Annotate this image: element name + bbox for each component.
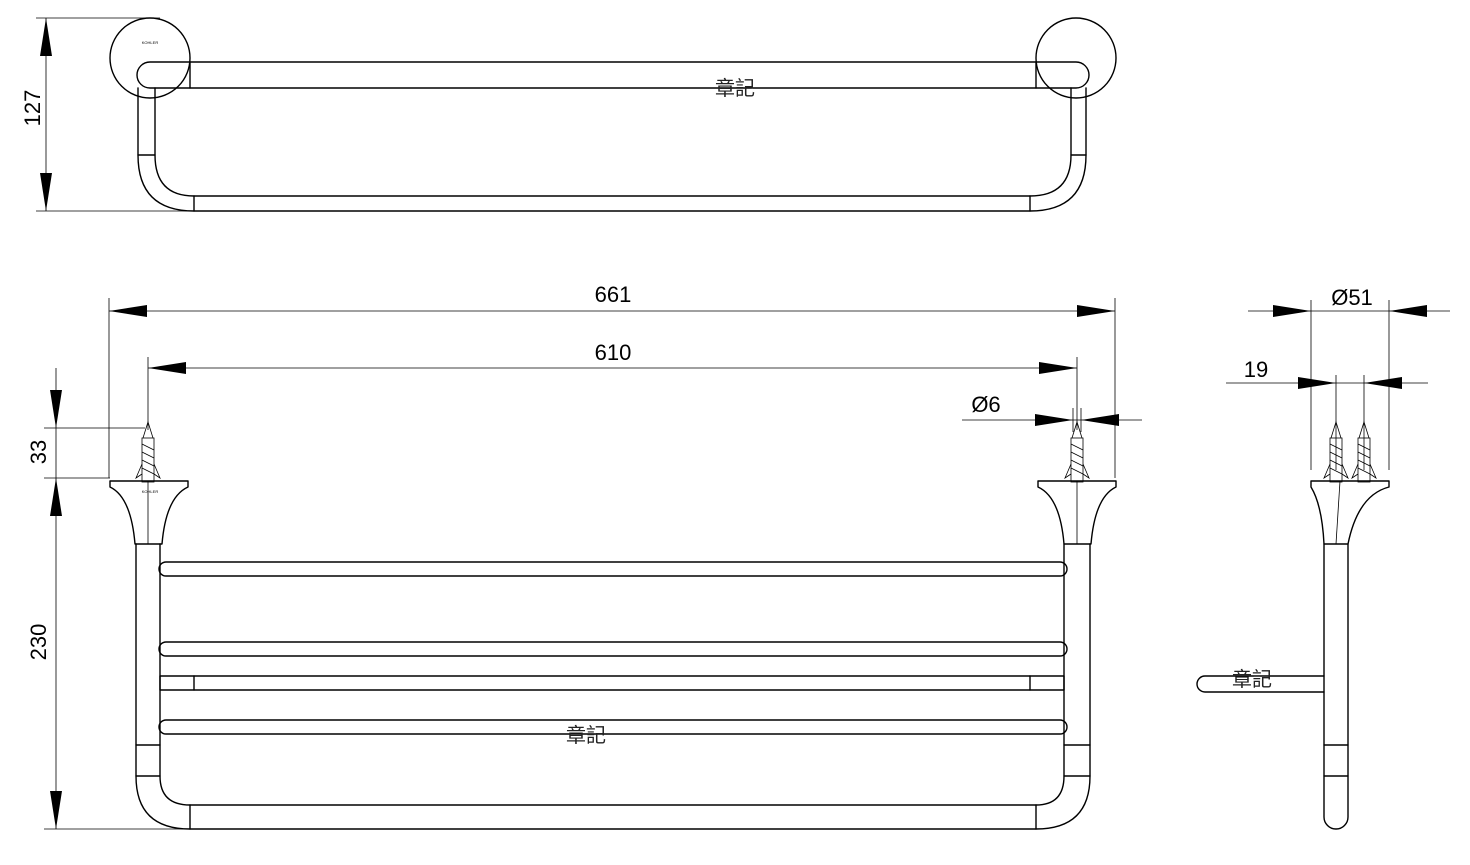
dim-projection: 19 [1244, 357, 1268, 382]
front-view: 661 610 Ø6 33 230 KOHLER [26, 282, 1142, 830]
right-wall-anchor [1064, 421, 1090, 483]
side-bracket [1310, 480, 1390, 545]
logo-front: KOHLER [142, 489, 159, 494]
dim-front-height: 230 [26, 624, 51, 661]
mark-side: 章記 [1232, 667, 1272, 691]
top-view: 127 KOHLER 章記 [20, 17, 1117, 212]
logo-top: KOHLER [142, 40, 159, 45]
left-wall-anchor [135, 421, 161, 483]
right-bracket [1037, 480, 1117, 545]
side-view: Ø51 19 章記 [1196, 285, 1450, 830]
right-flange [1035, 17, 1117, 99]
dim-mount-spacing: 610 [595, 340, 632, 365]
mark-top: 章記 [715, 76, 755, 100]
left-bracket [109, 480, 189, 545]
mark-front: 章記 [566, 723, 606, 747]
dim-anchor-height: 33 [26, 440, 51, 464]
dim-flange-diameter: Ø51 [1331, 285, 1373, 310]
dim-overall-width: 661 [595, 282, 632, 307]
dim-screw-diameter: Ø6 [971, 392, 1000, 417]
left-flange [109, 17, 191, 99]
dim-top-height: 127 [20, 90, 45, 127]
